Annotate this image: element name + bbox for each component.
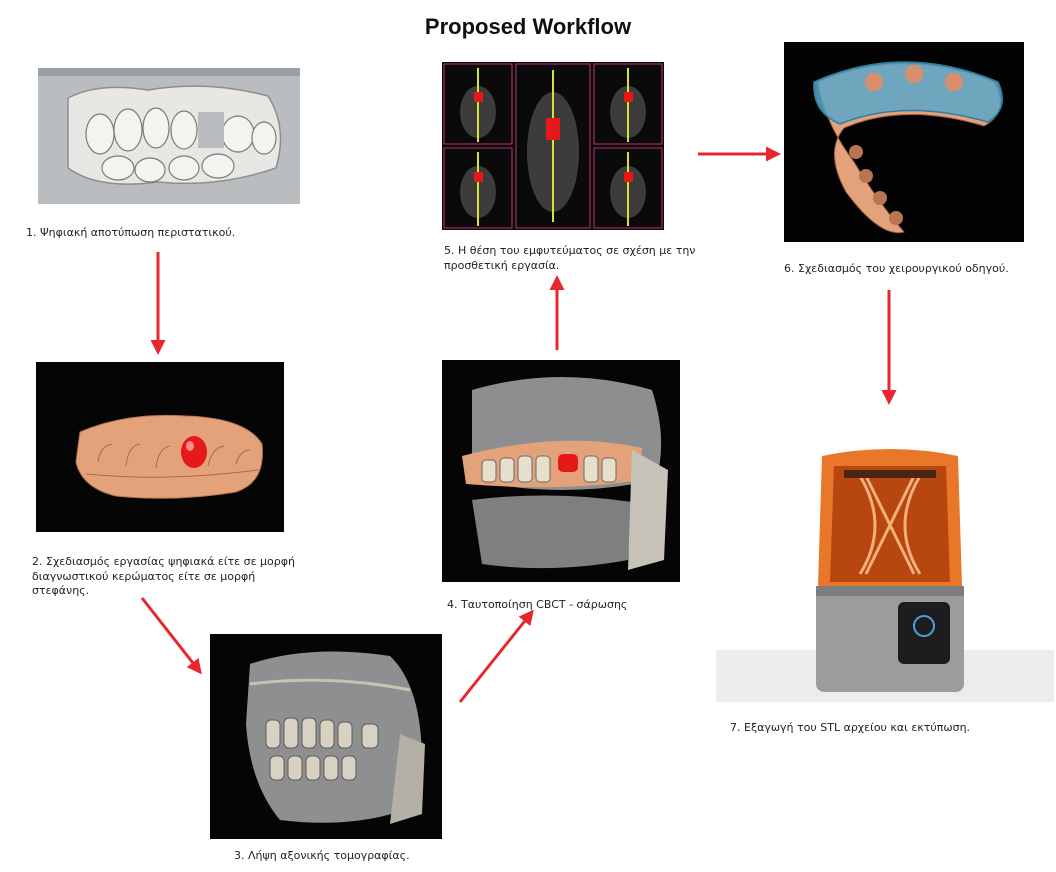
cbct-scan-merge-icon [442,360,680,582]
implant-planning-views-icon [442,62,664,230]
step-3-image [210,634,442,839]
step-4-image [442,360,680,582]
step-2-caption: 2. Σχεδιασμός εργασίας ψηφιακά είτε σε μ… [32,555,295,599]
step-5-image [442,62,664,230]
step-2-image [36,362,284,532]
arrow-2-to-3 [142,598,200,672]
cbct-skull-render-icon [210,634,442,839]
diagram-title: Proposed Workflow [0,14,1056,40]
step-7-caption: 7. Εξαγωγή του STL αρχείου και εκτύπωση. [730,721,970,736]
step-7-image [716,436,1054,702]
3d-printer-icon [716,436,1054,702]
step-3-caption: 3. Λήψη αξονικής τομογραφίας. [234,849,410,864]
step-6-caption: 6. Σχεδιασμός του χειρουργικού οδηγού. [784,262,1009,277]
step-6-image [784,42,1024,242]
arrow-3-to-4 [460,612,532,702]
surgical-guide-model-icon [784,42,1024,242]
step-1-image [38,68,300,204]
digital-scan-model-icon [38,68,300,204]
wax-up-model-icon [36,362,284,532]
step-1-caption: 1. Ψηφιακή αποτύπωση περιστατικού. [26,226,235,241]
step-5-caption: 5. Η θέση του εμφυτεύματος σε σχέση με τ… [444,244,695,273]
step-4-caption: 4. Ταυτοποίηση CBCT - σάρωσης [447,598,627,613]
